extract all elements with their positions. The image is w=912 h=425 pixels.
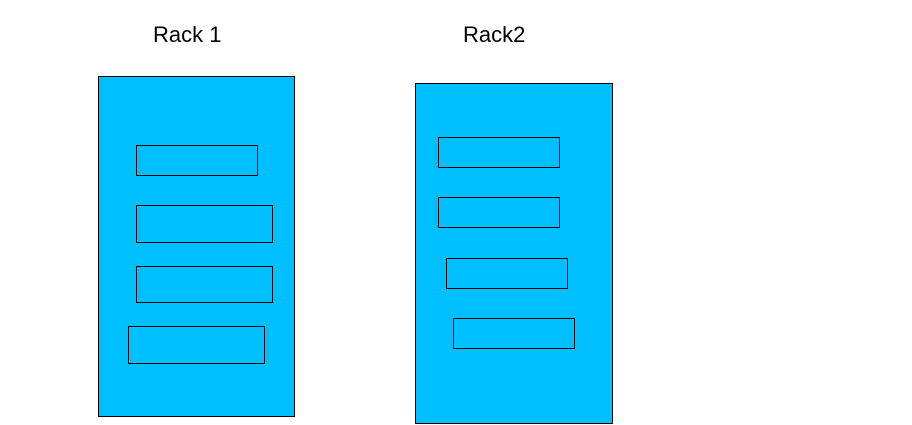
rack-1-slot-1	[136, 145, 258, 176]
rack-1-label: Rack 1	[153, 22, 222, 47]
rack-1-slot-2	[136, 205, 273, 243]
rack-2-label: Rack2	[463, 22, 526, 47]
rack-2-slot-2	[438, 197, 560, 228]
rack-2-slot-3	[446, 258, 568, 289]
rack-2	[415, 83, 613, 424]
rack-2-slot-4	[453, 318, 575, 349]
rack-2-slot-1	[438, 137, 560, 168]
rack-1-slot-4	[128, 326, 265, 364]
rack-1	[98, 76, 295, 417]
rack-1-slot-3	[136, 266, 273, 303]
